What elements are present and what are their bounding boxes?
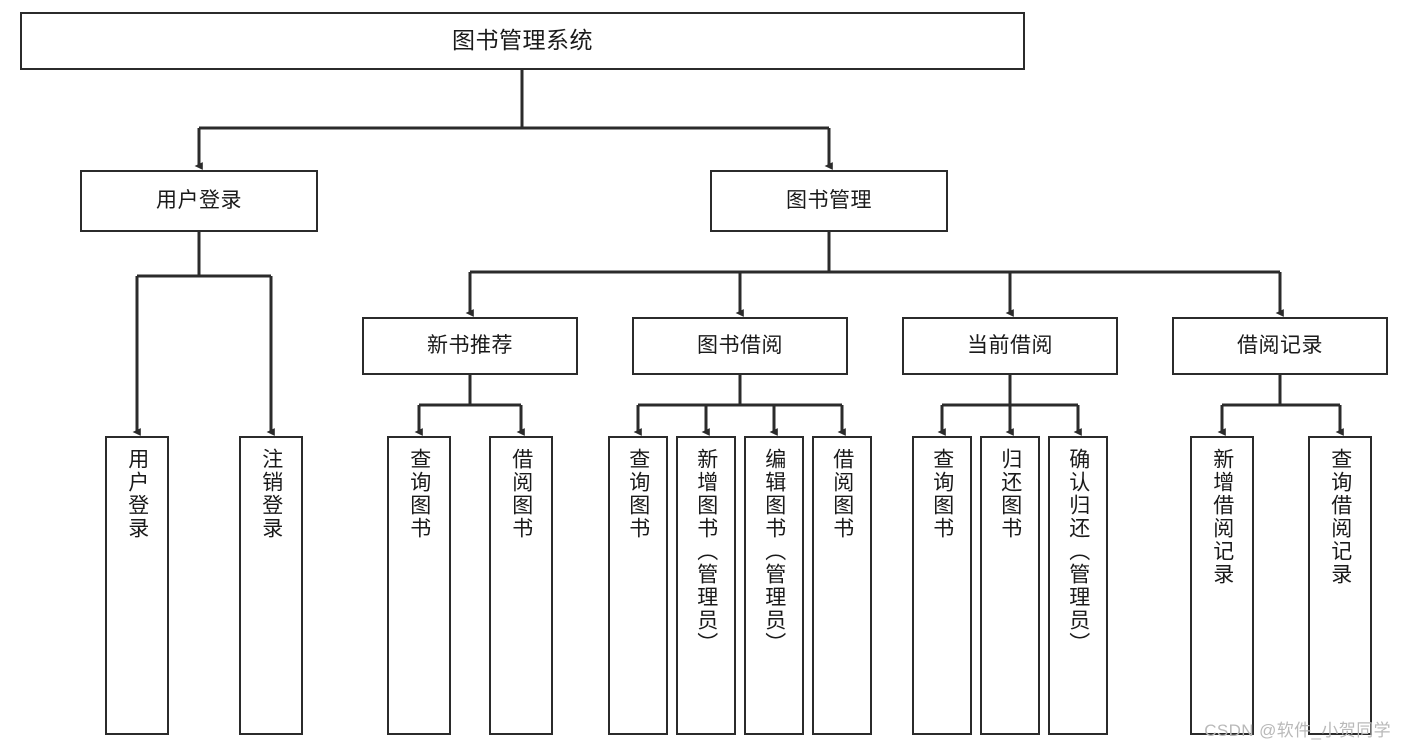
node-leaf-query-book-2-label: 查询图书 (626, 448, 650, 540)
node-root-system[interactable]: 图书管理系统 (20, 12, 1025, 70)
node-current-borrow-label: 当前借阅 (967, 334, 1053, 358)
node-root-system-label: 图书管理系统 (452, 27, 593, 54)
node-leaf-query-book-3-label: 查询图书 (930, 448, 954, 540)
node-leaf-user-login[interactable]: 用户登录 (105, 436, 169, 735)
node-leaf-query-borrow-record-label: 查询借阅记录 (1328, 448, 1352, 586)
node-leaf-add-book-label: 新增图书（管理员） (694, 448, 718, 655)
node-leaf-logout-login-label: 注销登录 (259, 448, 283, 540)
csdn-watermark: CSDN @软件_小贺同学 (1204, 721, 1391, 740)
node-leaf-query-book-3[interactable]: 查询图书 (912, 436, 972, 735)
node-leaf-add-borrow-record[interactable]: 新增借阅记录 (1190, 436, 1254, 735)
node-leaf-query-book-2[interactable]: 查询图书 (608, 436, 668, 735)
node-leaf-borrow-book-2[interactable]: 借阅图书 (812, 436, 872, 735)
node-leaf-confirm-return-label: 确认归还（管理员） (1066, 448, 1090, 655)
node-leaf-return-book[interactable]: 归还图书 (980, 436, 1040, 735)
node-new-book-recommend-label: 新书推荐 (427, 334, 513, 358)
node-user-login-label: 用户登录 (156, 189, 242, 213)
node-leaf-query-book-1[interactable]: 查询图书 (387, 436, 451, 735)
node-new-book-recommend[interactable]: 新书推荐 (362, 317, 578, 375)
node-book-management-label: 图书管理 (786, 189, 872, 213)
node-borrow-record-label: 借阅记录 (1237, 334, 1323, 358)
node-leaf-borrow-book-1[interactable]: 借阅图书 (489, 436, 553, 735)
node-leaf-return-book-label: 归还图书 (998, 448, 1022, 540)
node-leaf-query-book-1-label: 查询图书 (407, 448, 431, 540)
node-book-borrow-label: 图书借阅 (697, 334, 783, 358)
node-leaf-edit-book[interactable]: 编辑图书（管理员） (744, 436, 804, 735)
node-borrow-record[interactable]: 借阅记录 (1172, 317, 1388, 375)
node-current-borrow[interactable]: 当前借阅 (902, 317, 1118, 375)
node-leaf-logout-login[interactable]: 注销登录 (239, 436, 303, 735)
node-leaf-borrow-book-2-label: 借阅图书 (830, 448, 854, 540)
node-user-login[interactable]: 用户登录 (80, 170, 318, 232)
node-leaf-add-book[interactable]: 新增图书（管理员） (676, 436, 736, 735)
node-leaf-user-login-label: 用户登录 (125, 448, 149, 540)
node-leaf-edit-book-label: 编辑图书（管理员） (762, 448, 786, 655)
node-book-management[interactable]: 图书管理 (710, 170, 948, 232)
node-leaf-add-borrow-record-label: 新增借阅记录 (1210, 448, 1234, 586)
node-leaf-borrow-book-1-label: 借阅图书 (509, 448, 533, 540)
node-leaf-confirm-return[interactable]: 确认归还（管理员） (1048, 436, 1108, 735)
node-book-borrow[interactable]: 图书借阅 (632, 317, 848, 375)
node-leaf-query-borrow-record[interactable]: 查询借阅记录 (1308, 436, 1372, 735)
